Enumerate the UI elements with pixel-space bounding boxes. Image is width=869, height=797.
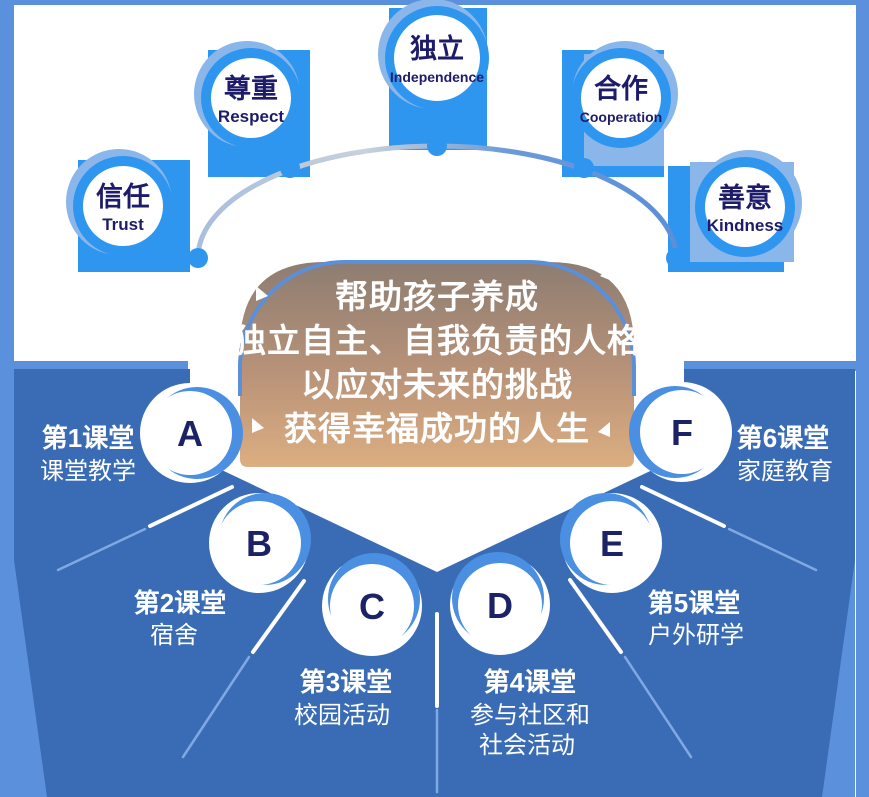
letter-circle-b-face [217, 501, 301, 585]
arc-knob-kindness [666, 248, 686, 268]
letter-d: D [487, 585, 513, 626]
classroom-4-desc: 参与社区和 [470, 702, 590, 729]
letter-circle-c: C [328, 553, 420, 648]
kindness-en-label: Kindness [707, 216, 784, 235]
fan-separators [56, 485, 818, 794]
classroom-6-desc: 家庭教育 [737, 458, 833, 485]
sparkle-bottom-left [252, 418, 264, 433]
separator-ef-outer [727, 527, 818, 572]
independence-en-label: Independence [390, 69, 484, 85]
letter-circle-f: F [629, 386, 724, 478]
fan-side-face-right [822, 560, 855, 797]
arc-knob-cooperation [574, 158, 594, 178]
dome-arc-group [188, 136, 686, 268]
fan-labels: 第1课堂 课堂教学 第2课堂 宿舍 第3课堂 校园活动 第4课堂 参与社区和 社… [40, 423, 833, 759]
letter-circle-a: A [148, 387, 243, 479]
respect-zh-label: 尊重 [224, 74, 278, 104]
value-circle-independence-face [394, 15, 480, 101]
fan-top-lip-left [14, 361, 188, 371]
value-circle-independence: 独立 Independence [378, 0, 489, 110]
letter-circle-e-face [570, 501, 654, 585]
center-message-line-2: 独立自主、自我负责的人格 [233, 322, 641, 359]
arc-knob-respect [280, 158, 300, 178]
value-circles: 信任 Trust 尊重 Respect 独立 Independence 合作 C… [66, 0, 802, 257]
kindness-zh-label: 善意 [718, 182, 772, 213]
classroom-3-desc: 校园活动 [294, 702, 390, 729]
center-message-line-3: 以应对未来的挑战 [301, 366, 573, 403]
center-message-line-1: 帮助孩子养成 [335, 278, 539, 315]
classroom-2-title: 第2课堂 [134, 588, 226, 618]
classroom-1-desc: 课堂教学 [40, 458, 136, 485]
classroom-5-desc: 户外研学 [648, 622, 744, 649]
classroom-2-desc: 宿舍 [150, 622, 198, 649]
separator-bc-outer [181, 655, 251, 759]
arc-knob-trust [188, 248, 208, 268]
letter-circle-c-face [330, 564, 414, 648]
center-panel: 帮助孩子养成 独立自主、自我负责的人格 以应对未来的挑战 获得幸福成功的人生 [233, 260, 641, 467]
letter-b: B [246, 523, 272, 564]
trust-en-label: Trust [102, 215, 144, 234]
independence-zh-label: 独立 [410, 33, 464, 64]
value-circle-trust: 信任 Trust [66, 149, 173, 256]
cooperation-en-label: Cooperation [580, 109, 662, 125]
value-circle-cooperation: 合作 Cooperation [571, 41, 678, 148]
letter-circle-a-face [148, 391, 232, 475]
letter-circle-d: D [452, 552, 544, 647]
value-circle-trust-face [83, 166, 163, 246]
sparkle-top-right [600, 266, 612, 281]
separator-de-outer [623, 655, 693, 759]
letter-circle-b: B [217, 493, 311, 585]
value-circle-cooperation-face [581, 58, 661, 138]
value-circle-kindness: 善意 Kindness [695, 150, 802, 257]
letter-circle-d-face [458, 563, 542, 647]
classroom-3-title: 第3课堂 [300, 667, 392, 697]
classroom-5-title: 第5课堂 [648, 588, 740, 618]
cooperation-zh-label: 合作 [594, 73, 648, 104]
separator-ab [148, 485, 234, 528]
classroom-1-title: 第1课堂 [42, 423, 134, 453]
value-circle-respect-face [211, 58, 291, 138]
frame-left-strip [0, 0, 14, 797]
classroom-4-title: 第4课堂 [484, 667, 576, 697]
center-panel-shape [240, 262, 634, 467]
letter-e: E [600, 523, 624, 564]
value-circle-respect: 尊重 Respect [194, 41, 301, 148]
respect-en-label: Respect [218, 107, 284, 126]
fan-top-lip-right [681, 361, 856, 371]
center-panel-arc-outline [238, 260, 636, 396]
classroom-6-title: 第6课堂 [737, 423, 829, 453]
letter-circle-f-face [640, 390, 724, 474]
separator-de [568, 578, 623, 654]
trust-zh-label: 信任 [96, 182, 150, 212]
value-circle-kindness-face [705, 167, 785, 247]
center-message-line-4: 获得幸福成功的人生 [284, 410, 590, 447]
sparkle-top-left [256, 286, 268, 301]
letter-circles: A B C D E F [148, 386, 724, 648]
separator-ef [640, 485, 726, 528]
separator-bc [251, 579, 306, 654]
letter-c: C [359, 586, 385, 627]
letter-a: A [177, 413, 203, 454]
fan-side-face-left [14, 560, 47, 797]
frame-right-strip [856, 0, 869, 797]
separator-ab-outer [56, 527, 147, 572]
letter-circle-e: E [560, 493, 654, 585]
sparkle-bottom-right [598, 422, 610, 437]
classroom-4-desc-line2: 社会活动 [479, 732, 575, 759]
letter-f: F [671, 412, 693, 453]
arc-knob-independence [427, 136, 447, 156]
